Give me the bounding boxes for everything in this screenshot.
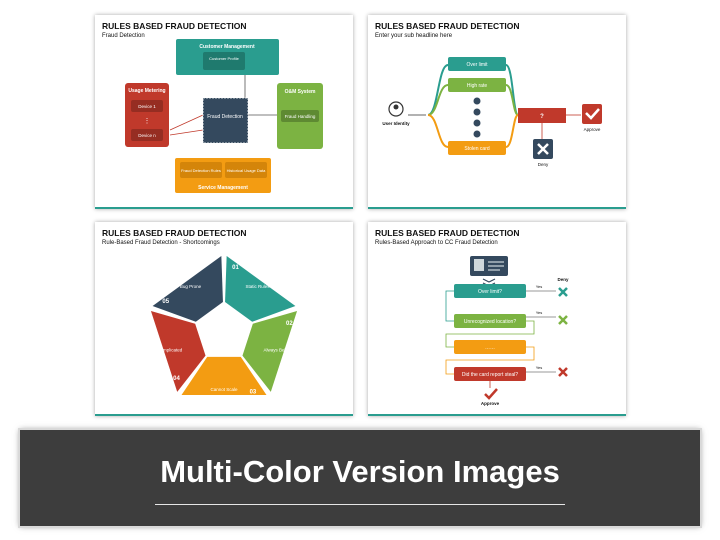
rules-flow-diagram: User Identity Over limit High rate Stole… [382,57,602,167]
segment-label: Static Rules [245,284,270,289]
pentagon-segment [181,356,267,396]
approve-check-icon [582,104,602,124]
slide-subtitle: Fraud Detection [102,33,145,39]
cross-icon-1 [558,287,568,297]
slide-thumbnail-4[interactable]: RULES BASED FRAUD DETECTION Rules-Based … [368,222,626,416]
slide-subtitle: Enter your sub headline here [375,33,453,39]
om-system-label: O&M System [285,89,316,95]
banner-underline [155,504,565,505]
pentagon-segment [242,311,298,392]
step-4-label: Did the card report steal? [462,372,518,378]
historical-usage-label: Historical Usage Data [227,168,266,173]
device-n-label: Device n [138,133,156,138]
slide-thumbnail-2[interactable]: RULES BASED FRAUD DETECTION Enter your s… [368,15,626,209]
pentagon-segment [150,311,206,392]
customer-management-label: Customer Management [199,44,255,50]
slide-thumbnail-1[interactable]: RULES BASED FRAUD DETECTION Fraud Detect… [95,15,353,209]
deny-label: Deny [538,162,549,167]
user-identity-label: User Identity [382,121,410,126]
usage-metering-label: Usage Metering [128,88,165,94]
slide-title: RULES BASED FRAUD DETECTION [102,228,247,238]
yes-label-1: Yes [536,284,543,289]
approve-label: Approve [481,401,500,406]
slide-subtitle: Rules-Based Approach to CC Fraud Detecti… [375,240,498,246]
slide-title: RULES BASED FRAUD DETECTION [375,228,520,238]
device-dots: ⋮ [144,118,151,125]
step-2-label: Unrecognized location? [464,319,516,325]
slide-thumbnail-3[interactable]: RULES BASED FRAUD DETECTION Rule-Based F… [95,222,353,416]
device-1-label: Device 1 [138,104,156,109]
high-rate-label: High rate [467,83,488,89]
cross-icon-2 [558,315,568,325]
yes-label-2: Yes [536,310,543,315]
question-label: ? [540,114,544,120]
deny-label: Deny [557,277,569,282]
approve-check-icon [484,388,498,400]
segment-label: Complicated [157,348,183,353]
user-icon [388,101,404,117]
segment-label: Always Behind [263,348,293,353]
segment-number: 03 [250,389,257,395]
service-management-label: Service Management [198,185,248,191]
fraud-detection-diagram: Customer Management Customer Profile Usa… [125,39,323,193]
segment-number: 04 [173,376,180,382]
yes-label-3: Yes [536,365,543,370]
segment-label: Bug Prone [180,284,202,289]
fraud-detection-label: Fraud Detection [207,114,243,120]
segment-number: 02 [286,321,293,327]
step-3-label: …… [485,345,495,351]
banner: Multi-Color Version Images [20,430,700,526]
fraud-handling-label: Fraud Handling [285,114,316,119]
cross-icon-3 [558,367,568,377]
step-1-label: Over limit? [478,289,502,295]
slide-title: RULES BASED FRAUD DETECTION [102,21,247,31]
cc-fraud-flow-diagram: Over limit? Unrecognized location? …… Di… [445,256,569,406]
approve-label: Approve [584,127,601,132]
slide-title: RULES BASED FRAUD DETECTION [375,21,520,31]
banner-title: Multi-Color Version Images [160,454,560,489]
slide-subtitle: Rule-Based Fraud Detection - Shortcoming… [102,240,220,246]
customer-profile-label: Customer Profile [209,56,240,61]
segment-number: 05 [162,299,169,305]
over-limit-label: Over limit [466,62,488,68]
segment-number: 01 [232,265,239,271]
stolen-card-label: Stolen card [464,146,490,152]
fraud-detection-rules-label: Fraud Detection Rules [181,168,221,173]
pentagon-segment [152,256,223,322]
pentagon-segment [225,256,296,322]
segment-label: Cannot Scale [210,387,238,392]
